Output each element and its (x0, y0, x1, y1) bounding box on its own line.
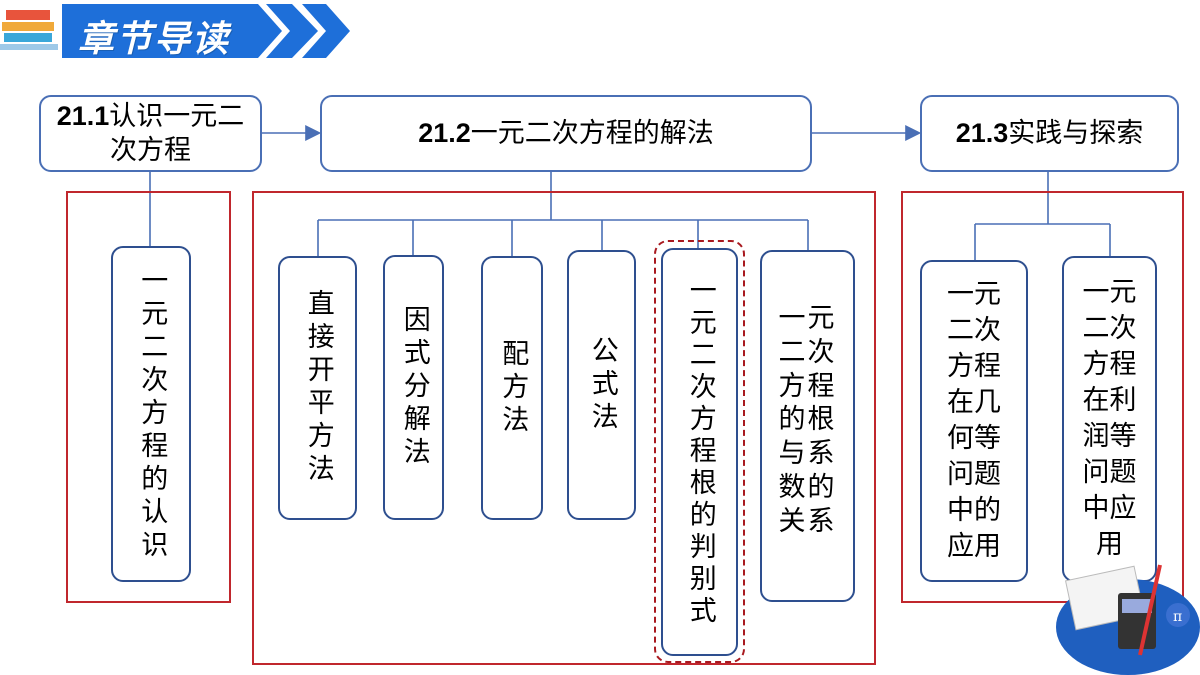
topic-box-discriminant: 一元二次方程根的判别式 (661, 248, 738, 656)
topic-label: 一元二次方程的认识 (136, 265, 168, 563)
header-banner (0, 4, 350, 58)
topic-label: 一元二次方程在利润等问题中应用 (1082, 277, 1137, 560)
svg-text:π: π (1173, 609, 1182, 625)
topic-label: 直接开平方法 (302, 289, 334, 487)
section-label: 实践与探索 (1008, 117, 1144, 149)
topic-box-formula: 公式法 (567, 250, 636, 520)
section-21-2-box: 21.2一元二次方程的解法 (320, 95, 812, 172)
section-number: 21.3 (955, 117, 1009, 148)
section-number: 21.2 (418, 117, 471, 148)
topic-label: 一元二次方程的根与系数的关系 (778, 303, 837, 537)
topic-box-vieta: 一元二次方程的根与系数的关系 (760, 250, 855, 602)
topic-label: 一元二次方程在几何等问题中的应用 (947, 279, 1001, 562)
math-illustration: π (1056, 564, 1200, 675)
topic-box-profit-application: 一元二次方程在利润等问题中应用 (1062, 256, 1157, 582)
group-frame-solutions (252, 191, 876, 665)
topic-box-geometry-application: 一元二次方程在几何等问题中的应用 (920, 260, 1028, 582)
highlight-dashed-frame (654, 240, 745, 663)
page-title: 章节导读 (78, 19, 231, 60)
topic-label: 一元二次方程根的判别式 (684, 276, 716, 628)
topic-box-factoring: 因式分解法 (383, 255, 444, 520)
section-21-1-box: 21.1认识一元二次方程 (39, 95, 262, 172)
topic-label: 因式分解法 (398, 305, 430, 470)
topic-box-completing-square: 配方法 (481, 256, 543, 520)
topic-label: 配方法 (497, 338, 529, 438)
topic-box-recognition: 一元二次方程的认识 (111, 246, 191, 582)
section-number: 21.1 (56, 100, 110, 131)
group-frame-practice (901, 191, 1184, 603)
section-21-3-box: 21.3实践与探索 (920, 95, 1179, 172)
group-frame-recognition (66, 191, 231, 603)
section-label: 认识一元二次方程 (109, 100, 245, 166)
section-label: 一元二次方程的解法 (470, 117, 714, 149)
topic-box-direct-sqrt: 直接开平方法 (278, 256, 357, 520)
topic-label: 公式法 (586, 335, 618, 435)
